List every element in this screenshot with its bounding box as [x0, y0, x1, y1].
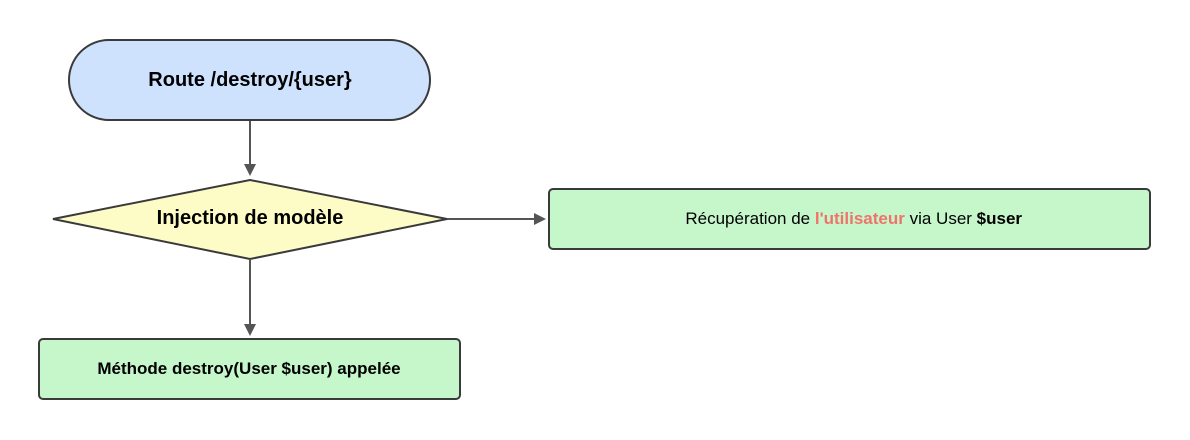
retrieval-label-variable: $user [977, 209, 1023, 228]
retrieval-node-shape [548, 188, 1151, 250]
method-node: Méthode destroy(User $user) appelée [38, 338, 461, 400]
route-node-label: Route /destroy/{user} [148, 69, 352, 91]
decision-node-label: Injection de modèle [157, 207, 344, 229]
retrieval-label-prefix: Récupération de [685, 209, 814, 228]
route-node-shape [68, 39, 431, 121]
decision-node: Injection de modèle [52, 178, 448, 261]
decision-node-shape [52, 178, 448, 261]
retrieval-label-highlight: l'utilisateur [815, 209, 905, 228]
retrieval-label-middle: via User [905, 209, 977, 228]
route-node: Route /destroy/{user} [68, 39, 431, 121]
method-node-shape [38, 338, 461, 400]
retrieval-node-label: Récupération de l'utilisateur via User $… [652, 209, 1045, 228]
method-node-label: Méthode destroy(User $user) appelée [97, 359, 400, 378]
retrieval-node: Récupération de l'utilisateur via User $… [548, 188, 1151, 250]
